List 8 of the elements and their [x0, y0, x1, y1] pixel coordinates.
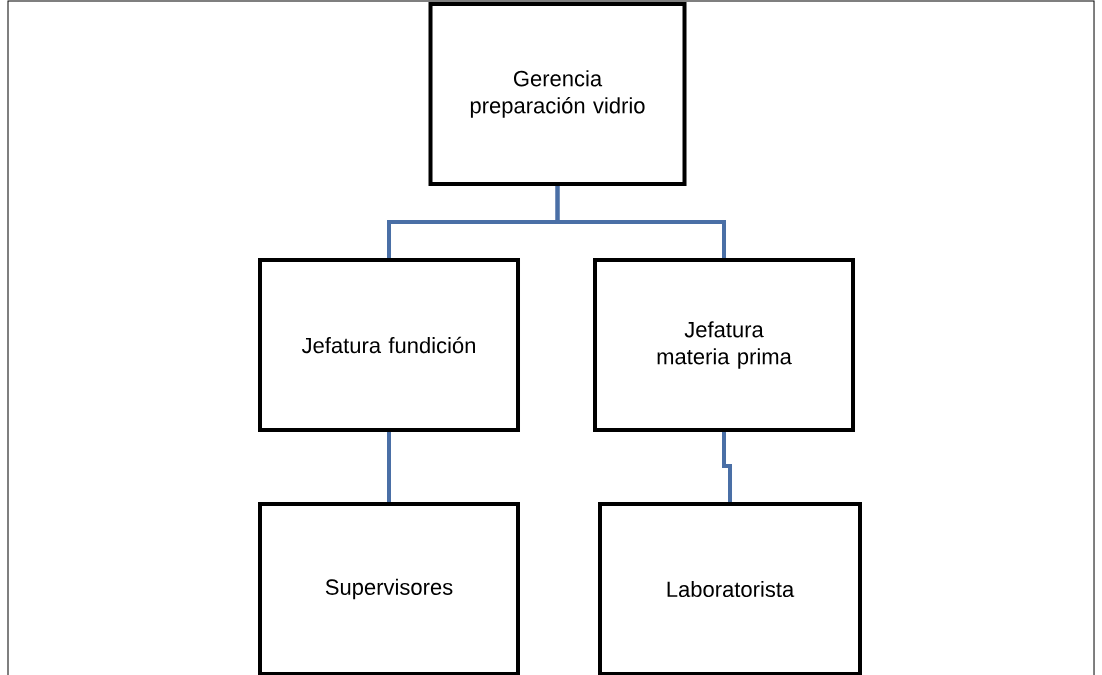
org-box: Jefatura fundición: [258, 258, 520, 432]
connector-line: [722, 432, 732, 502]
org-box: Supervisores: [258, 502, 520, 675]
org-box: Laboratorista: [598, 502, 862, 675]
connector-line: [555, 186, 726, 258]
org-box: Gerencia preparación vidrio: [428, 2, 687, 186]
connector-line: [387, 432, 391, 502]
org-box: Jefatura materia prima: [593, 258, 855, 432]
